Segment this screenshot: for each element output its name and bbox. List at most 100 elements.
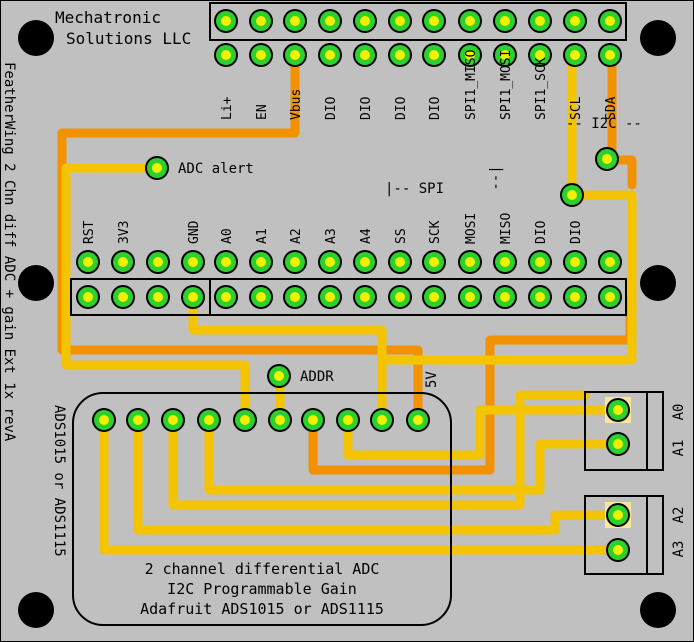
header-pad-upper-10 <box>388 250 412 274</box>
header-pin-label-15: DIO <box>569 220 584 244</box>
header-pad-lower-14 <box>528 285 552 309</box>
top-pin-label-1: Li+ <box>220 96 235 120</box>
header-pad-upper-9 <box>353 250 377 274</box>
mounting-hole-6 <box>640 592 676 628</box>
top-header-pad-inner-1 <box>214 43 238 67</box>
header-pad-upper-15 <box>563 250 587 274</box>
top-pin-label-4: DIO <box>324 96 339 120</box>
header-pad-upper-8 <box>318 250 342 274</box>
terminal-label-a1: A1 <box>671 440 687 457</box>
top-header-outline <box>209 2 627 41</box>
trace-gnd <box>188 292 387 425</box>
company-name-line2: Solutions LLC <box>66 29 191 48</box>
top-pin-label-8: SPI1_MISO <box>464 49 479 120</box>
top-header-pad-10 <box>528 9 552 33</box>
header-pin-label-12: MOSI <box>464 213 479 244</box>
mounting-hole-2 <box>640 20 676 56</box>
top-header-pad-inner-2 <box>249 43 273 67</box>
i2c-marker: -- I2C -- <box>566 116 642 132</box>
top-header-pad-inner-9 <box>493 43 517 67</box>
trace-a-in-0 <box>168 390 590 510</box>
spi-marker: |-- SPI <box>385 181 444 197</box>
header-pin-label-11: SCK <box>428 220 443 244</box>
header-pin-label-13: MISO <box>499 213 514 244</box>
top-header-pad-inner-6 <box>388 43 412 67</box>
adc-module-pad-10 <box>406 408 430 432</box>
header-pad-lower-5 <box>214 285 238 309</box>
header-pad-lower-9 <box>353 285 377 309</box>
chip-side-text: ADS1015 or ADS1115 <box>51 405 67 557</box>
adc-module-pad-1 <box>92 408 116 432</box>
adc-module-pad-6 <box>268 408 292 432</box>
terminal-pad-a1 <box>606 432 630 456</box>
top-header-pad-2 <box>249 9 273 33</box>
header-pin-label-6: A1 <box>255 228 270 244</box>
terminal-pad-a2 <box>605 502 631 528</box>
spi-end-marker: --| <box>488 165 504 190</box>
header-pin-label-7: A2 <box>289 228 304 244</box>
header-pad-upper-4 <box>181 250 205 274</box>
header-pad-lower-2 <box>111 285 135 309</box>
top-header-pad-3 <box>283 9 307 33</box>
top-header-pad-inner-3 <box>283 43 307 67</box>
header-pad-upper-2 <box>111 250 135 274</box>
top-pin-label-12: SDA <box>604 96 619 120</box>
addr-label: ADDR <box>300 369 334 385</box>
adc-module-outline <box>72 392 452 626</box>
adc-module-pad-3 <box>161 408 185 432</box>
adc-module-pad-4 <box>197 408 221 432</box>
trace-a3 <box>99 415 622 555</box>
header-pad-lower-11 <box>422 285 446 309</box>
header-pad-lower-7 <box>283 285 307 309</box>
header-pin-label-2: 3V3 <box>117 221 132 244</box>
header-pad-lower-4 <box>181 285 205 309</box>
header-pad-lower-8 <box>318 285 342 309</box>
header-pad-upper-16 <box>598 250 622 274</box>
top-pin-label-3: Vbus <box>289 89 304 120</box>
company-name-line1: Mechatronic <box>55 8 161 27</box>
header-pad-upper-11 <box>422 250 446 274</box>
header-pad-lower-10 <box>388 285 412 309</box>
header-pin-label-4: GND <box>187 220 202 244</box>
top-header-pad-9 <box>493 9 517 33</box>
top-pin-label-11: SCL <box>569 96 584 120</box>
header-pad-upper-7 <box>283 250 307 274</box>
header-pin-label-9: A4 <box>359 228 374 244</box>
header-pad-lower-12 <box>458 285 482 309</box>
adc-module-pad-5 <box>233 408 257 432</box>
adc-module-pad-9 <box>370 408 394 432</box>
header-pad-lower-16 <box>598 285 622 309</box>
top-header-pad-11 <box>563 9 587 33</box>
terminal-label-a2: A2 <box>671 507 687 524</box>
module-description-line1: 2 channel differential ADC <box>145 560 380 578</box>
header-pad-lower-6 <box>249 285 273 309</box>
top-header-pad-12 <box>598 9 622 33</box>
terminal-block-a2-a3 <box>584 495 664 575</box>
top-pin-label-2: EN <box>255 104 270 120</box>
trace-a2 <box>133 415 622 535</box>
adc-alert-label: ADC alert <box>178 161 254 177</box>
addr-pad <box>267 364 291 388</box>
trace-a1 <box>204 415 622 495</box>
trace-adc-alert <box>61 163 250 425</box>
header-pin-label-1: RST <box>82 220 97 244</box>
top-header-pad-inner-8 <box>458 43 482 67</box>
adc-module-pad-2 <box>126 408 150 432</box>
terminal-label-a3: A3 <box>671 541 687 558</box>
top-header-pad-4 <box>318 9 342 33</box>
header-pin-label-5: A0 <box>220 228 235 244</box>
header-pad-upper-3 <box>146 250 170 274</box>
top-header-pad-inner-4 <box>318 43 342 67</box>
module-description-line2: I2C Programmable Gain <box>167 580 357 598</box>
top-header-pad-inner-5 <box>353 43 377 67</box>
mounting-holes <box>18 20 676 628</box>
top-pin-label-6: DIO <box>394 96 409 120</box>
trace-a0 <box>343 405 622 460</box>
top-pin-label-5: DIO <box>359 96 374 120</box>
module-description-line3: Adafruit ADS1015 or ADS1115 <box>140 600 384 618</box>
adc-alert-pad <box>145 156 169 180</box>
top-header-pad-8 <box>458 9 482 33</box>
header-pad-lower-13 <box>493 285 517 309</box>
